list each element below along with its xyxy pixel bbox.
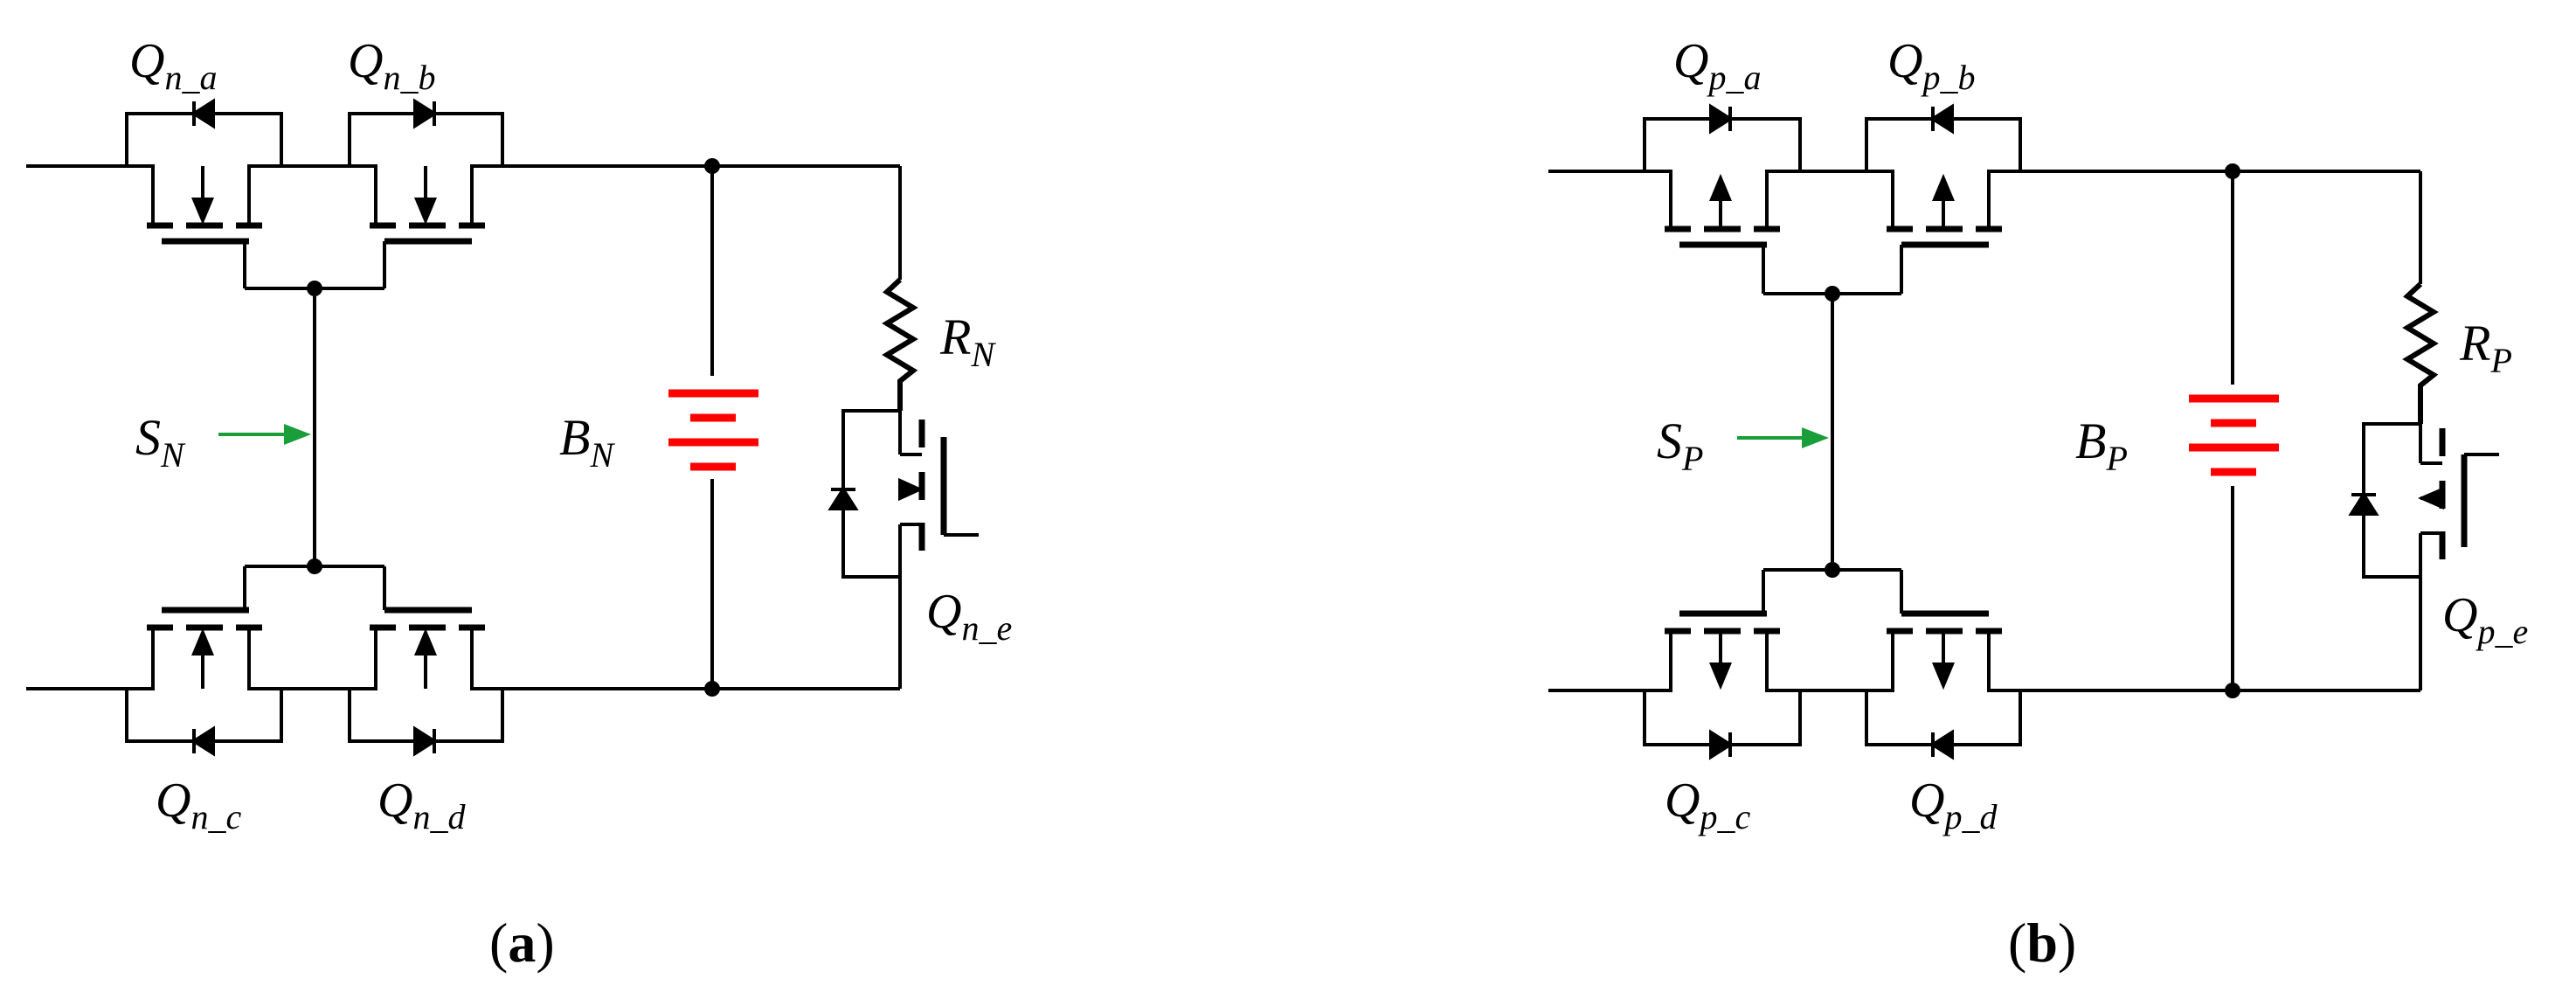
mosfet-qnb [348, 112, 504, 288]
battery-bp [2189, 394, 2279, 476]
caption-b: (b) [2008, 912, 2076, 974]
label-qpd: Qp_d [1909, 773, 1998, 836]
label-rn: RN [939, 309, 996, 374]
mosfet-qnc [125, 566, 283, 743]
label-qne: Qn_e [926, 585, 1012, 648]
mosfet-qpa [1643, 117, 1802, 294]
diode-qpa [1709, 103, 1734, 135]
diode-qne [828, 486, 859, 510]
label-qpa: Qp_a [1673, 34, 1761, 97]
mosfet-qne [898, 420, 979, 551]
mosfet-qnd [348, 566, 504, 743]
label-qnb: Qn_b [348, 34, 435, 97]
diode-qpd [1929, 729, 1954, 760]
label-qpe: Qp_e [2442, 588, 2528, 651]
label-bn: BN [559, 409, 615, 475]
panel-a [26, 98, 979, 757]
label-qna: Qn_a [129, 34, 217, 97]
mosfet-qpd [1865, 570, 2022, 746]
label-qnd: Qn_d [377, 773, 466, 836]
mosfet-qpc [1643, 570, 1802, 746]
labels-a: Qn_a Qn_b Qn_c Qn_d Qn_e SN BN RN (a) [129, 34, 1012, 974]
resistor-rn [882, 277, 918, 411]
battery-bn [668, 389, 758, 471]
diode-qpb [1929, 103, 1954, 135]
diode-qpc [1709, 729, 1734, 760]
label-rp: RP [2459, 315, 2512, 380]
panel-b [1548, 103, 2499, 760]
diode-qnc [190, 725, 215, 757]
mosfet-qna [125, 112, 283, 288]
labels-b: Qp_a Qp_b Qp_c Qp_d Qp_e SP BP RP (b) [1657, 34, 2528, 974]
label-qpc: Qp_c [1665, 773, 1750, 836]
label-bp: BP [2075, 413, 2128, 478]
mosfet-qpe [2417, 428, 2499, 559]
caption-a: (a) [489, 912, 555, 974]
label-sn: SN [135, 409, 186, 475]
label-qpb: Qp_b [1887, 34, 1975, 97]
label-qnc: Qn_c [156, 773, 241, 836]
mosfet-qpb [1865, 117, 2022, 294]
diode-qnd [413, 725, 438, 757]
diode-qpe [2348, 491, 2379, 516]
resistor-rp [2402, 281, 2439, 424]
diode-qnb [413, 98, 438, 129]
diode-qna [190, 98, 215, 129]
label-sp: SP [1657, 413, 1703, 478]
